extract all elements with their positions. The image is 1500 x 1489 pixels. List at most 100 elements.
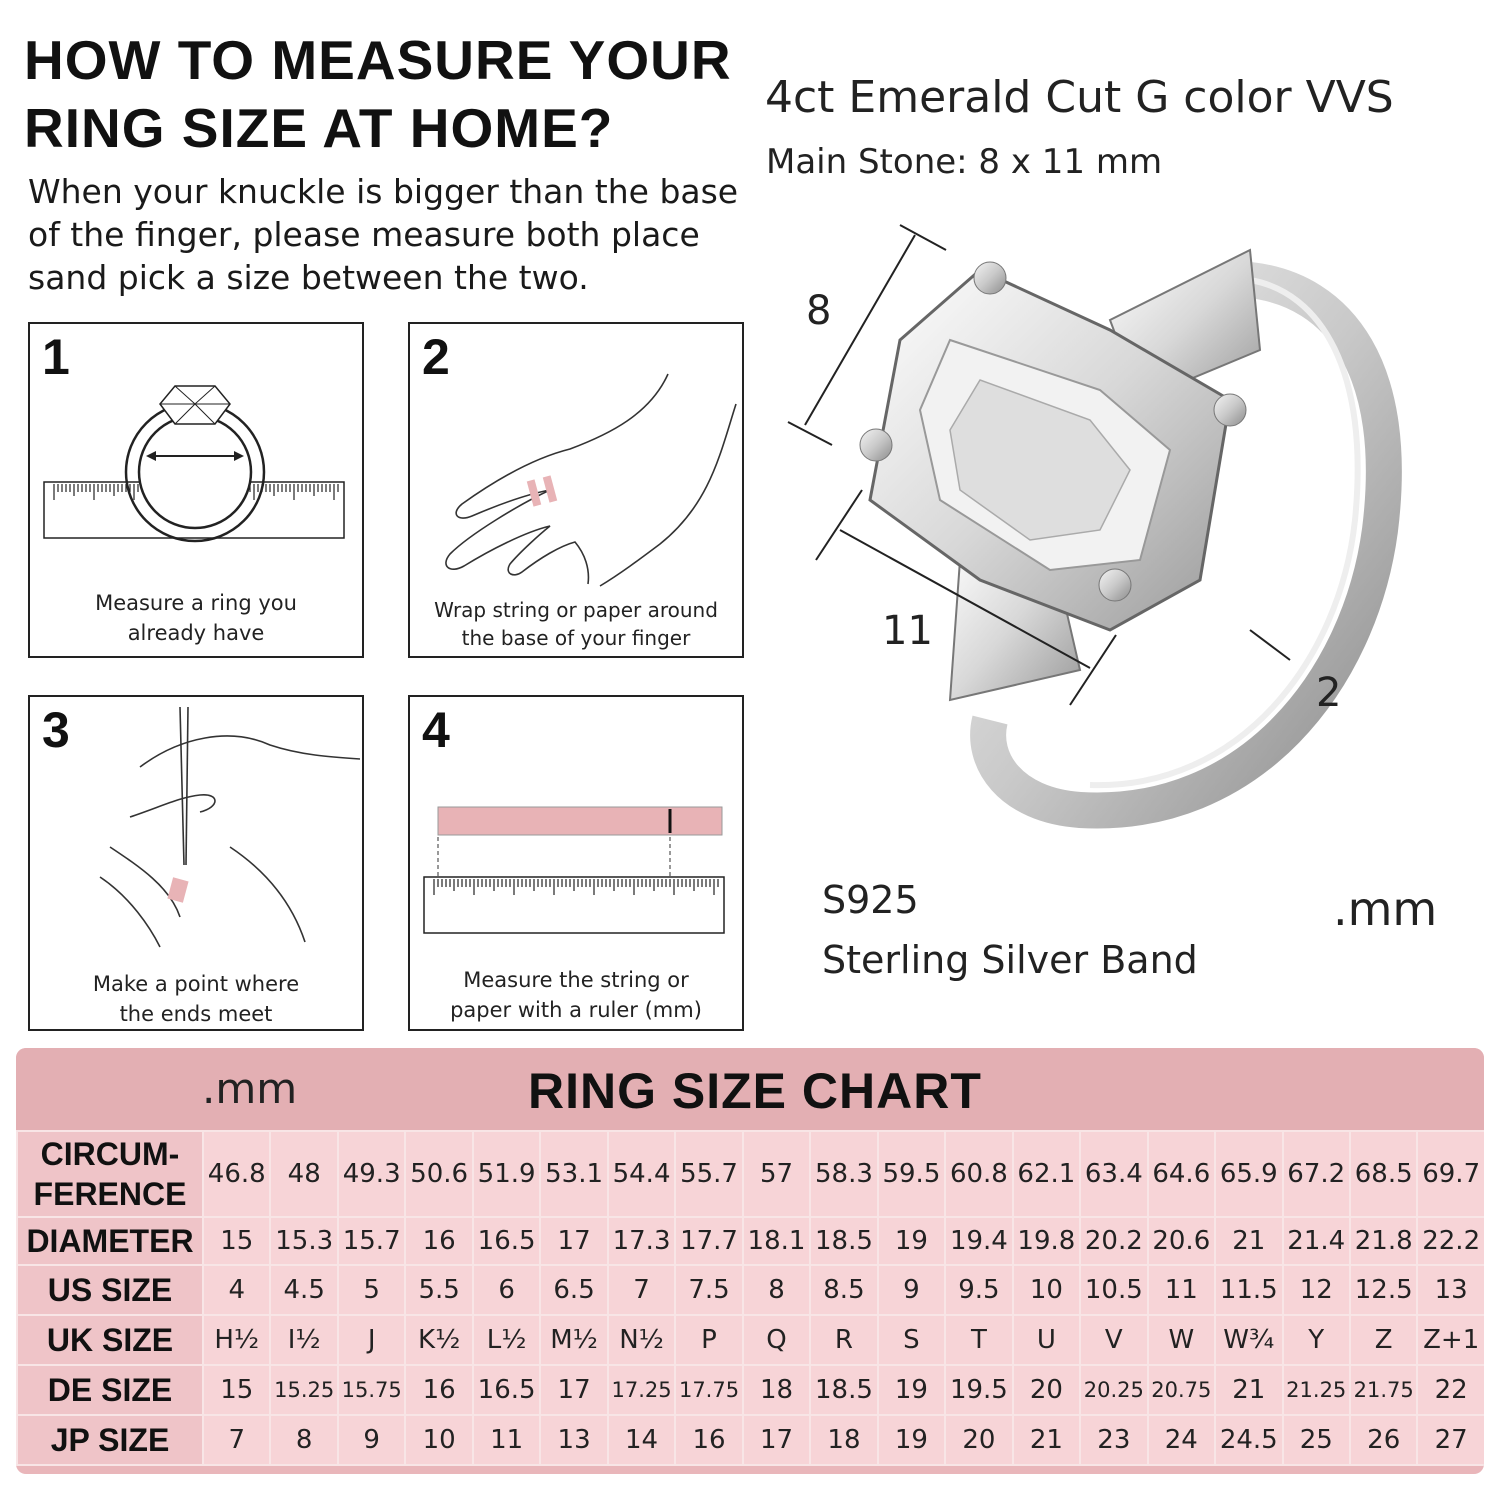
size-cell: 22 (1416, 1364, 1484, 1416)
size-cell: 17 (539, 1216, 609, 1266)
ring-on-ruler-illustration (43, 385, 345, 543)
dimension-band-label: 2 (1316, 670, 1342, 716)
row-header: DE SIZE (16, 1364, 204, 1416)
size-cell: 5.5 (404, 1264, 474, 1316)
intro-text: When your knuckle is bigger than the bas… (28, 172, 739, 297)
size-cell: 15.3 (269, 1216, 339, 1266)
ring-product-image (787, 224, 1402, 829)
size-cell: 8 (269, 1414, 339, 1466)
size-cell: 17 (741, 1414, 812, 1466)
size-cell: 20.75 (1146, 1364, 1217, 1416)
step-4-panel: 4 Measure the string or paper with a rul… (408, 695, 744, 1031)
size-cell: 8 (741, 1264, 812, 1316)
caption-line: paper with a ruler (mm) (450, 998, 702, 1022)
step-2-panel: 2 Wrap string or paper around the base o… (408, 322, 744, 658)
size-cell: 10 (1011, 1264, 1082, 1316)
title-line-1: HOW TO MEASURE YOUR (24, 29, 732, 91)
size-cell: 19 (876, 1364, 947, 1416)
size-cell: 15 (201, 1364, 272, 1416)
row-header-line: JP SIZE (50, 1422, 170, 1458)
size-cell: 13 (1416, 1264, 1484, 1316)
caption-line: the ends meet (119, 1002, 273, 1026)
size-cell: 21.75 (1348, 1364, 1419, 1416)
size-cell: V (1079, 1314, 1149, 1366)
size-cell: 16 (674, 1414, 744, 1466)
size-cell: J (336, 1314, 407, 1366)
size-cell: 48 (269, 1130, 339, 1218)
size-cell: 9.5 (944, 1264, 1014, 1316)
size-cell: S (876, 1314, 947, 1366)
size-cell: 11.5 (1214, 1264, 1284, 1316)
size-cell: 10.5 (1079, 1264, 1149, 1316)
size-cell: 18.5 (809, 1216, 879, 1266)
size-cell: 13 (539, 1414, 609, 1466)
size-cell: 22.2 (1416, 1216, 1484, 1266)
size-cell: 20.6 (1146, 1216, 1217, 1266)
page-title: HOW TO MEASURE YOUR RING SIZE AT HOME? (24, 26, 744, 162)
size-cell: 63.4 (1079, 1130, 1149, 1218)
size-cell: 16.5 (471, 1216, 542, 1266)
size-cell: 20 (944, 1414, 1014, 1466)
size-cell: 57 (741, 1130, 812, 1218)
caption-line: the base of your finger (461, 626, 691, 650)
size-cell: I½ (269, 1314, 339, 1366)
size-cell: 4.5 (269, 1264, 339, 1316)
size-cell: 50.6 (404, 1130, 474, 1218)
size-cell: 46.8 (201, 1130, 272, 1218)
size-cell: 53.1 (539, 1130, 609, 1218)
size-cell: 21 (1214, 1216, 1284, 1266)
size-cell: K½ (404, 1314, 474, 1366)
row-header: DIAMETER (16, 1216, 204, 1266)
size-cell: 21.4 (1281, 1216, 1351, 1266)
size-cell: L½ (471, 1314, 542, 1366)
size-cell: 64.6 (1146, 1130, 1217, 1218)
size-cell: 19.4 (944, 1216, 1014, 1266)
size-cell: 62.1 (1011, 1130, 1082, 1218)
step-4-caption: Measure the string or paper with a ruler… (410, 965, 742, 1025)
step-2-caption: Wrap string or paper around the base of … (410, 596, 742, 652)
size-cell: Z (1348, 1314, 1419, 1366)
step-1-panel: 1 Measure a ring you already have (28, 322, 364, 658)
size-cell: 4 (201, 1264, 272, 1316)
size-cell: 27 (1416, 1414, 1484, 1466)
size-cell: Q (741, 1314, 812, 1366)
size-cell: 11 (471, 1414, 542, 1466)
unit-label: .mm (1333, 882, 1438, 936)
size-cell: U (1011, 1314, 1082, 1366)
size-cell: 17.75 (674, 1364, 744, 1416)
stone-size: Main Stone: 8 x 11 mm (766, 142, 1163, 182)
size-cell: 67.2 (1281, 1130, 1351, 1218)
size-cell: 24.5 (1214, 1414, 1284, 1466)
caption-line: Wrap string or paper around (434, 598, 718, 622)
size-cell: 25 (1281, 1414, 1351, 1466)
size-cell: 16 (404, 1364, 474, 1416)
step-number: 2 (422, 329, 450, 385)
pen-mark-illustration (99, 706, 361, 948)
size-cell: 19.5 (944, 1364, 1014, 1416)
size-cell: 51.9 (471, 1130, 542, 1218)
chart-title: RING SIZE CHART (528, 1063, 982, 1119)
row-header-line: FERENCE (33, 1176, 187, 1212)
size-cell: Y (1281, 1314, 1351, 1366)
size-cell: 20.25 (1079, 1364, 1149, 1416)
size-cell: H½ (201, 1314, 272, 1366)
size-cell: 54.4 (606, 1130, 677, 1218)
size-cell: 24 (1146, 1414, 1217, 1466)
size-cell: 17 (539, 1364, 609, 1416)
size-cell: 19 (876, 1414, 947, 1466)
size-cell: 7 (606, 1264, 677, 1316)
title-line-2: RING SIZE AT HOME? (24, 97, 614, 159)
size-cell: 17.3 (606, 1216, 677, 1266)
size-cell: 21.8 (1348, 1216, 1419, 1266)
size-cell: 17.7 (674, 1216, 744, 1266)
row-header: JP SIZE (16, 1414, 204, 1466)
dimension-width-label: 8 (806, 288, 832, 334)
size-cell: 16 (404, 1216, 474, 1266)
size-cell: 60.8 (944, 1130, 1014, 1218)
size-cell: 21 (1011, 1414, 1082, 1466)
row-header-line: US SIZE (47, 1272, 173, 1308)
